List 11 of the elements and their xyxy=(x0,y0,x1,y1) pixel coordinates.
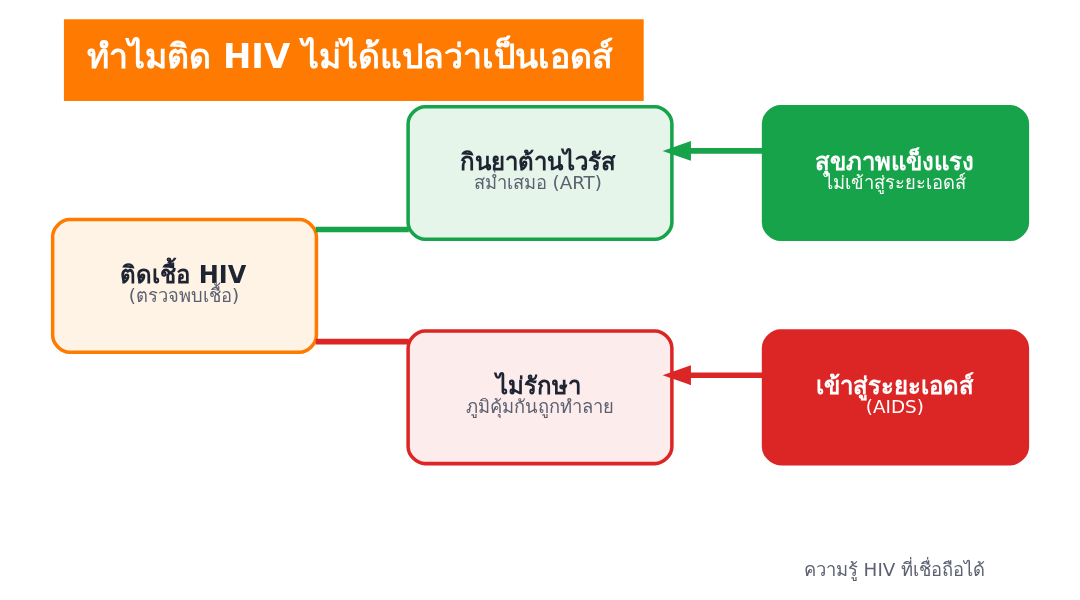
diagram-title: ทำไมติด HIV ไม่ได้แปลว่าเป็นเอดส์ xyxy=(87,36,613,76)
connector xyxy=(315,226,409,233)
arrow xyxy=(662,365,765,386)
node-box: สุขภาพแข็งแรง ไม่เข้าสู่ระยะเอดส์ xyxy=(761,105,1030,242)
node-box: ไม่รักษา ภูมิคุ้มกันถูกทำลาย xyxy=(406,329,674,466)
node-box: ติดเชื้อ HIV (ตรวจพบเชื้อ) xyxy=(50,217,319,354)
node-box: กินยาต้านไวรัส สม่ำเสมอ (ART) xyxy=(406,105,674,242)
arrow xyxy=(662,141,765,161)
label: ความรู้ HIV ที่เชื่อถือได้ xyxy=(803,558,986,580)
connector xyxy=(315,338,409,345)
node-box: เข้าสู่ระยะเอดส์ (AIDS) xyxy=(761,329,1030,466)
